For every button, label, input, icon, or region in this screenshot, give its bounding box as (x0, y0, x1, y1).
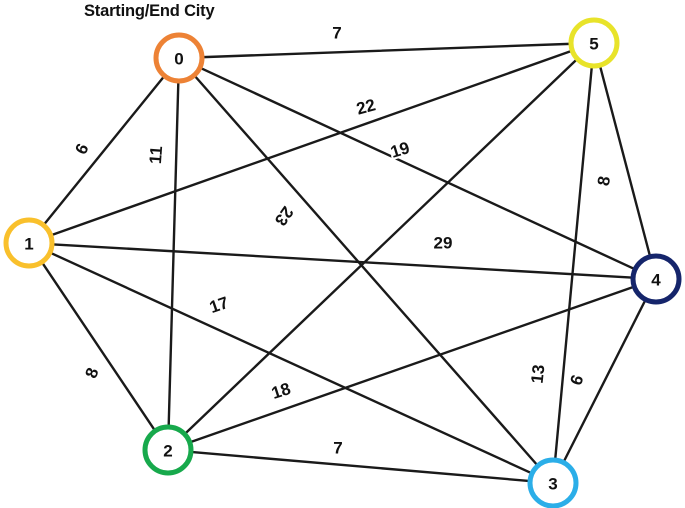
edges-layer (41, 42, 651, 483)
starting-end-city-label: Starting/End City (84, 2, 215, 20)
graph-edge-0-2 (167, 81, 180, 427)
edge-weight-group-0-5: 77 (330, 22, 343, 45)
graph-edge-2-3 (191, 450, 530, 483)
node-ring-3[interactable] (527, 457, 579, 508)
edge-weight-halo: 7 (333, 439, 342, 458)
edge-weight-0-3: 23 (271, 203, 297, 229)
edge-weight-1-3: 17 (207, 293, 231, 317)
node-label-5: 5 (589, 35, 598, 54)
edge-weight-2-4: 18 (269, 379, 293, 403)
graph-edge-0-4 (200, 67, 635, 270)
graph-edge-1-4 (52, 243, 633, 279)
edge-weight-halo: 11 (146, 145, 166, 164)
edge-weight-0-5: 7 (332, 24, 341, 43)
graph-edge-2-5 (184, 58, 578, 435)
edge-weight-0-4: 19 (388, 138, 412, 162)
edge-weight-group-2-3: 77 (331, 437, 344, 460)
node-label-4: 4 (651, 271, 661, 290)
edge-weight-1-2: 8 (81, 365, 102, 381)
graph-edge-1-2 (41, 262, 156, 431)
graph-edge-1-3 (50, 252, 532, 474)
edge-weight-halo: 29 (434, 234, 453, 253)
graph-edge-3-5 (554, 66, 593, 460)
edge-weight-0-2: 11 (146, 145, 166, 164)
edge-weight-3-5: 13 (528, 364, 549, 385)
edge-weight-halo: 7 (332, 24, 341, 43)
graph-edge-0-3 (193, 75, 539, 466)
edge-weight-0-1: 6 (71, 141, 92, 158)
edge-weight-2-3: 7 (333, 439, 342, 458)
graph-edge-1-5 (50, 49, 573, 237)
node-ring-2[interactable] (142, 424, 194, 476)
edge-weight-1-4: 29 (434, 234, 453, 253)
node-label-0: 0 (174, 50, 183, 69)
edge-weight-4-5: 8 (594, 175, 614, 188)
edge-weight-3-4: 6 (566, 372, 587, 387)
graph-edge-3-4 (562, 299, 647, 463)
graph-node-3[interactable]: 3 (527, 457, 579, 508)
edge-weight-group-0-1: 66 (69, 139, 94, 160)
edge-weight-halo: 13 (528, 364, 549, 385)
node-label-3: 3 (548, 475, 557, 494)
graph-node-1[interactable]: 1 (3, 217, 55, 269)
graph-node-2[interactable]: 2 (142, 424, 194, 476)
edge-weight-group-3-4: 66 (564, 370, 589, 389)
graph-edge-0-5 (202, 42, 571, 59)
edge-weight-group-1-2: 88 (79, 363, 104, 383)
edge-weight-1-5: 22 (354, 95, 377, 118)
graph-node-0[interactable]: 0 (153, 32, 205, 84)
node-ring-0[interactable] (153, 32, 205, 84)
edge-weight-group-4-5: 88 (592, 173, 616, 190)
graph-node-5[interactable]: 5 (568, 17, 620, 69)
graph-edge-4-5 (599, 65, 651, 257)
node-ring-5[interactable] (568, 17, 620, 69)
node-label-1: 1 (24, 235, 33, 254)
graph-node-4[interactable]: 4 (630, 253, 682, 305)
node-ring-1[interactable] (3, 217, 55, 269)
graph-edge-2-4 (189, 285, 635, 444)
graph-edge-0-1 (43, 75, 165, 226)
node-ring-4[interactable] (630, 253, 682, 305)
node-label-2: 2 (163, 442, 172, 461)
